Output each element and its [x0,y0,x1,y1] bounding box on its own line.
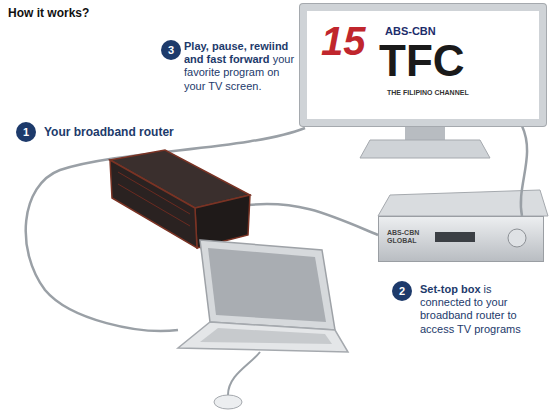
cable-connector [521,126,527,216]
cable [248,204,378,235]
mouse-cable [228,352,260,395]
laptop-keyboard [200,328,332,344]
box-brand: ABS-CBN GLOBAL [387,229,427,245]
callout-text: Set-top box is connected to your broadba… [420,283,542,336]
set-top-box: ABS-CBN GLOBAL [378,216,544,262]
callout-heading: Set-top box [420,283,481,295]
callout-number: 3 [161,40,181,60]
callout-text: Play, pause, rewiind and fast forward yo… [184,40,296,93]
callout-text: Your broadband router [44,125,264,139]
laptop-lid [200,240,335,330]
control-knob [508,229,526,247]
router-side [110,160,197,248]
callout-heading: Your broadband router [44,125,174,139]
laptop-base [178,322,348,352]
logo-tagline: THE FILIPINO CHANNEL [387,89,469,97]
tv-stand-neck [405,124,445,142]
router-ridge [118,172,190,214]
callout-number: 1 [16,122,36,142]
tv-screen: 15 ABS-CBN TFC THE FILIPINO CHANNEL [300,4,546,126]
logo-network: ABS-CBN [385,25,436,37]
diagram-title: How it works? [8,6,89,20]
display-panel [435,232,475,242]
logo-brand: TFC [379,39,465,83]
callout-number: 2 [392,281,412,301]
laptop-screen [208,248,326,322]
router-ridge [118,184,190,226]
tv-stand-base [360,140,490,158]
mouse [214,395,242,409]
logo-number: 15 [321,21,366,61]
